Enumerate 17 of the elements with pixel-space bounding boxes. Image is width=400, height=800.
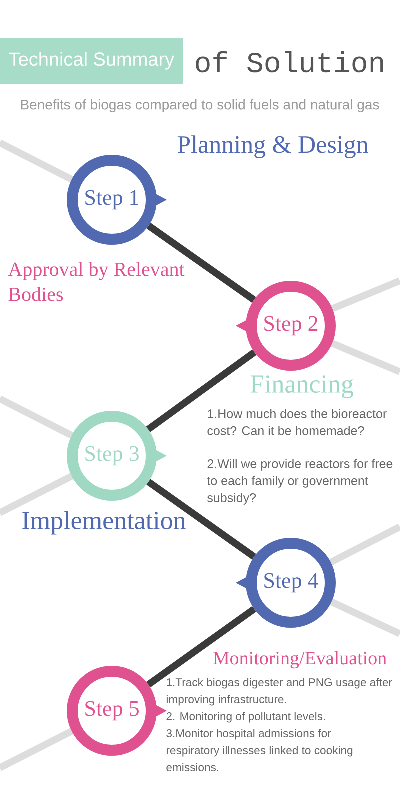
step-description: 2.Will we provide reactors for free to each family or government subsidy? — [207, 459, 393, 505]
step-heading: Implementation — [22, 511, 186, 535]
step-description: 3.Monitor hospital admissions for respiratory illnesses linked to cooking emissions. — [166, 729, 353, 772]
step-heading: Approval by Relevant Bodies — [8, 262, 185, 302]
title-banner: Technical Summary — [0, 38, 184, 84]
heading-text: of Solution — [196, 51, 384, 73]
connector-line — [146, 223, 256, 303]
step-description: 2. Monitoring of pollutant levels. — [166, 712, 326, 723]
step-heading: Monitoring/Evaluation — [213, 651, 387, 669]
step-description: 1.Track biogas digester and PNG usage after improving infrastructure. — [166, 678, 392, 706]
subtitle: Benefits of biogas compared to solid fuels and natural gas — [21, 99, 380, 113]
step-heading: Financing — [250, 376, 354, 398]
connector-line — [146, 606, 256, 688]
step-heading: Planning & Design — [178, 136, 368, 158]
connector-line — [146, 350, 257, 432]
connector-line — [146, 479, 256, 560]
step-description: 1.How much does the bioreactor cost? Can it be homemade? — [208, 409, 387, 436]
